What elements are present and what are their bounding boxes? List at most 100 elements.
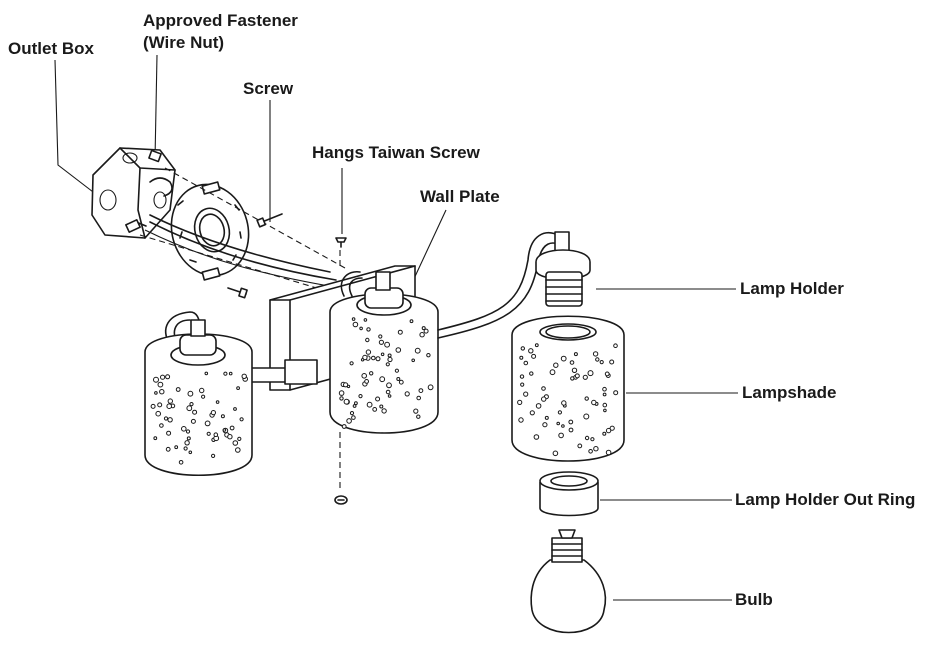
shade-perforation — [228, 371, 233, 376]
shade-perforation — [423, 328, 429, 334]
shade-perforation — [519, 355, 524, 360]
shade-perforation — [568, 419, 574, 425]
shade-perforation — [186, 405, 193, 412]
shade-perforation — [378, 339, 384, 345]
shade-perforation — [188, 450, 193, 455]
shade-perforation — [409, 319, 414, 324]
shade-perforation — [542, 422, 548, 428]
shade-perforation — [349, 411, 355, 416]
shade-perforation — [166, 403, 172, 410]
shade-perforation — [366, 327, 371, 332]
shade-perforation — [531, 353, 537, 359]
shade-perforation — [339, 396, 344, 401]
shade-perforation — [159, 423, 164, 428]
shade-perforation — [590, 437, 595, 442]
label-wall-plate: Wall Plate — [420, 187, 500, 206]
shade-perforation — [413, 408, 419, 414]
shade-perforation — [609, 425, 615, 431]
label-bulb: Bulb — [735, 590, 773, 609]
label-wire-nut: (Wire Nut) — [143, 33, 224, 52]
shade-perforation — [385, 389, 391, 395]
shade-perforation — [375, 356, 381, 362]
shade-perforation — [232, 440, 239, 446]
mounting-screw-upper — [256, 213, 283, 228]
shade-perforation — [387, 394, 392, 398]
center-lamp — [329, 271, 439, 434]
shade-perforation — [529, 371, 534, 376]
shade-perforation — [605, 449, 612, 456]
shade-perforation — [227, 434, 233, 440]
shade-perforation — [599, 360, 604, 365]
shade-perforation — [613, 343, 618, 349]
shade-perforation — [338, 390, 345, 396]
shade-perforation — [587, 370, 594, 377]
shade-perforation — [552, 450, 559, 457]
shade-perforation — [605, 427, 612, 434]
shade-perforation — [174, 445, 179, 450]
leader-approved-fastener — [154, 54, 158, 161]
shade-perforation — [560, 355, 567, 362]
bulb — [530, 529, 607, 634]
label-lamp-holder: Lamp Holder — [740, 279, 844, 298]
shade-perforation — [351, 317, 356, 321]
shade-perforation — [184, 440, 190, 446]
shade-perforation — [343, 382, 349, 388]
label-hangs-taiwan-screw: Hangs Taiwan Screw — [312, 143, 481, 162]
shade-perforation — [419, 332, 425, 338]
shade-perforation — [372, 407, 378, 412]
shade-perforation — [394, 368, 399, 373]
outlet-box — [91, 147, 176, 239]
shade-perforation — [416, 395, 422, 401]
shade-perforation — [213, 432, 219, 438]
shade-perforation — [211, 453, 216, 458]
shade-perforation — [167, 398, 174, 404]
shade-perforation — [604, 371, 610, 377]
crossbar-bracket — [170, 181, 250, 281]
shade-perforation — [160, 374, 166, 380]
shade-perforation — [558, 432, 564, 439]
lamp-holder-out-ring — [539, 471, 599, 517]
shade-perforation — [352, 321, 359, 328]
shade-perforation — [603, 408, 607, 413]
shade-perforation — [185, 429, 191, 434]
label-outlet-box: Outlet Box — [8, 39, 94, 58]
shade-perforation — [398, 379, 404, 385]
shade-perforation — [155, 410, 161, 417]
shade-perforation — [387, 353, 392, 358]
mounting-screw-lower — [227, 287, 248, 299]
hangs-screw-top — [335, 237, 347, 248]
shade-perforation — [570, 376, 575, 381]
shade-perforation — [175, 387, 181, 392]
shade-perforation — [165, 374, 171, 380]
shade-perforation — [181, 426, 187, 432]
shade-perforation — [523, 360, 529, 366]
shade-perforation — [574, 373, 580, 379]
label-screw: Screw — [243, 79, 294, 98]
shade-perforation — [378, 334, 383, 339]
shade-perforation — [541, 386, 546, 391]
shade-perforation — [163, 416, 169, 421]
shade-perforation — [167, 417, 173, 423]
shade-perforation — [241, 373, 247, 379]
shade-perforation — [561, 400, 567, 406]
shade-perforation — [204, 420, 211, 427]
shade-perforation — [609, 359, 615, 365]
shade-perforation — [602, 402, 608, 408]
shade-perforation — [602, 431, 607, 436]
shade-perforation — [229, 425, 235, 431]
shade-perforation — [220, 414, 225, 419]
shade-perforation — [588, 449, 593, 454]
shade-perforation — [568, 427, 574, 433]
shade-perforation — [553, 362, 559, 368]
shade-perforation — [239, 417, 244, 422]
shade-perforation — [349, 361, 354, 366]
shade-perforation — [592, 351, 599, 357]
shade-perforation — [613, 390, 619, 396]
label-lamp-holder-out-ring: Lamp Holder Out Ring — [735, 490, 915, 509]
shade-perforation — [153, 436, 158, 441]
shade-perforation — [201, 394, 206, 399]
shade-perforation — [351, 415, 356, 420]
shade-perforation — [602, 392, 607, 397]
shade-perforation — [582, 374, 588, 380]
